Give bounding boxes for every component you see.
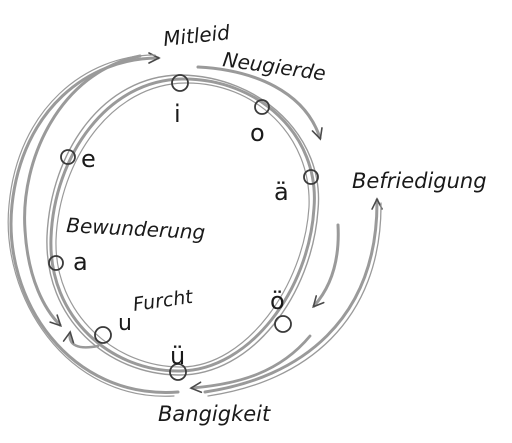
vowel-letter-o: o — [250, 119, 265, 147]
vowel-marker-i — [171, 74, 189, 92]
vowel-letter-ue: ü — [170, 342, 185, 370]
label-furcht: Furcht — [132, 286, 196, 316]
vowel-letter-u: u — [118, 311, 132, 336]
vowel-letter-i: i — [174, 100, 181, 128]
vowel-marker-o — [254, 99, 270, 115]
vowel-marker-u — [94, 326, 112, 344]
vowel-marker-ae — [303, 169, 319, 185]
vowel-marker-e — [60, 149, 76, 165]
label-bewunderung: Bewunderung — [66, 213, 206, 244]
vowel-letter-a: a — [73, 248, 88, 276]
outer-left-arc — [7, 52, 180, 397]
vowel-marker-ue — [169, 363, 187, 381]
vowel-letter-oe: ö — [270, 287, 285, 315]
label-bangigkeit: Bangigkeit — [158, 402, 271, 426]
vowel-letter-e: e — [81, 145, 96, 173]
vowel-letter-ae: ä — [274, 178, 289, 206]
inner-left-arc — [23, 54, 142, 349]
vowel-letters: i o ä e a ö u ü — [73, 100, 289, 370]
label-befriedigung: Befriedigung — [352, 169, 487, 193]
vowel-markers — [48, 74, 319, 381]
vowel-marker-a — [48, 255, 64, 271]
outer-right-arc — [203, 197, 383, 397]
label-mitleid: Mitleid — [162, 20, 231, 51]
vowel-marker-oe — [274, 315, 292, 333]
label-neugierde: Neugierde — [221, 47, 327, 85]
lower-right-arrow — [189, 334, 312, 394]
top-right-arc — [196, 65, 323, 141]
right-inner-arc — [312, 223, 340, 309]
